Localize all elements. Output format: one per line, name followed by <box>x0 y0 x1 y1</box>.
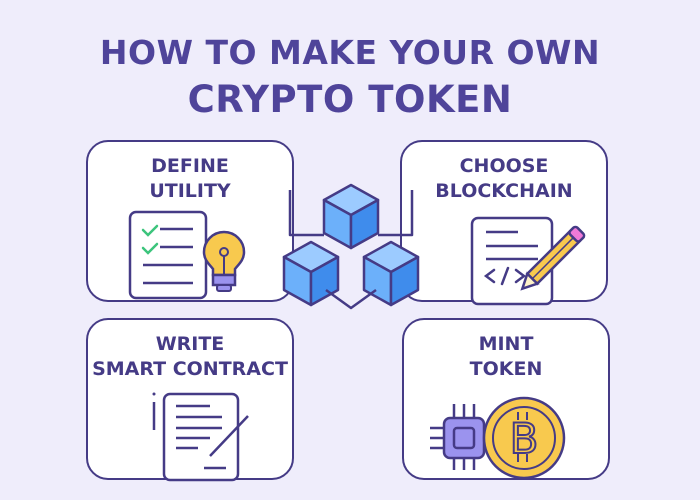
svg-text:B: B <box>510 414 539 463</box>
checklist-lightbulb-icon <box>128 210 246 300</box>
step-label-line2: BLOCKCHAIN <box>435 180 573 202</box>
blockchain-cubes-icon <box>282 183 420 310</box>
step-label: WRITE SMART CONTRACT <box>88 332 292 382</box>
step-card-mint-token: MINT TOKEN B <box>402 318 610 480</box>
step-label-line1: WRITE <box>155 333 225 355</box>
step-label-line1: CHOOSE <box>459 155 549 177</box>
page-title-line2: CRYPTO TOKEN <box>187 78 513 121</box>
document-signature-icon <box>152 392 249 482</box>
step-card-write-smart-contract: WRITE SMART CONTRACT <box>86 318 294 482</box>
step-card-define-utility: DEFINE UTILITY <box>86 140 294 302</box>
step-label-line2: TOKEN <box>469 358 543 380</box>
step-label-line2: SMART CONTRACT <box>92 358 288 380</box>
chip-bitcoin-icon: B <box>430 396 566 480</box>
step-label: CHOOSE BLOCKCHAIN <box>402 154 606 204</box>
code-document-pencil-icon <box>470 216 586 306</box>
step-label: MINT TOKEN <box>404 332 608 382</box>
step-label: DEFINE UTILITY <box>88 154 292 204</box>
step-card-choose-blockchain: CHOOSE BLOCKCHAIN <box>400 140 608 306</box>
page-title-line1: HOW TO MAKE YOUR OWN <box>99 33 601 72</box>
step-label-line1: DEFINE <box>151 155 229 177</box>
step-label-line2: UTILITY <box>149 180 231 202</box>
step-label-line1: MINT <box>478 333 534 355</box>
